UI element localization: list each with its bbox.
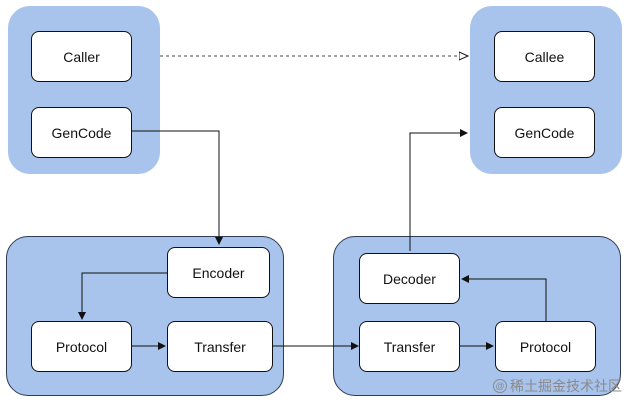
watermark: @ 稀土掘金技术社区 [493,376,622,396]
decoder-node[interactable]: Decoder [359,253,460,304]
transfer-node-left[interactable]: Transfer [167,321,273,372]
encoder-node[interactable]: Encoder [167,247,270,298]
edge-gencode-to-encoder [132,130,223,245]
callee-node[interactable]: Callee [494,31,595,82]
at-sign-icon: @ [493,379,507,393]
edge-protocol-to-decoder [461,275,547,321]
edge-encoder-to-protocol [78,272,167,320]
transfer-node-right[interactable]: Transfer [359,321,460,372]
caller-node[interactable]: Caller [31,31,132,82]
edge-decoder-to-gencode [409,129,468,251]
gencode-node-left[interactable]: GenCode [31,107,132,158]
watermark-text: 稀土掘金技术社区 [510,378,622,394]
protocol-node-left[interactable]: Protocol [31,321,132,372]
gencode-node-right[interactable]: GenCode [494,107,595,158]
protocol-node-right[interactable]: Protocol [495,321,596,372]
